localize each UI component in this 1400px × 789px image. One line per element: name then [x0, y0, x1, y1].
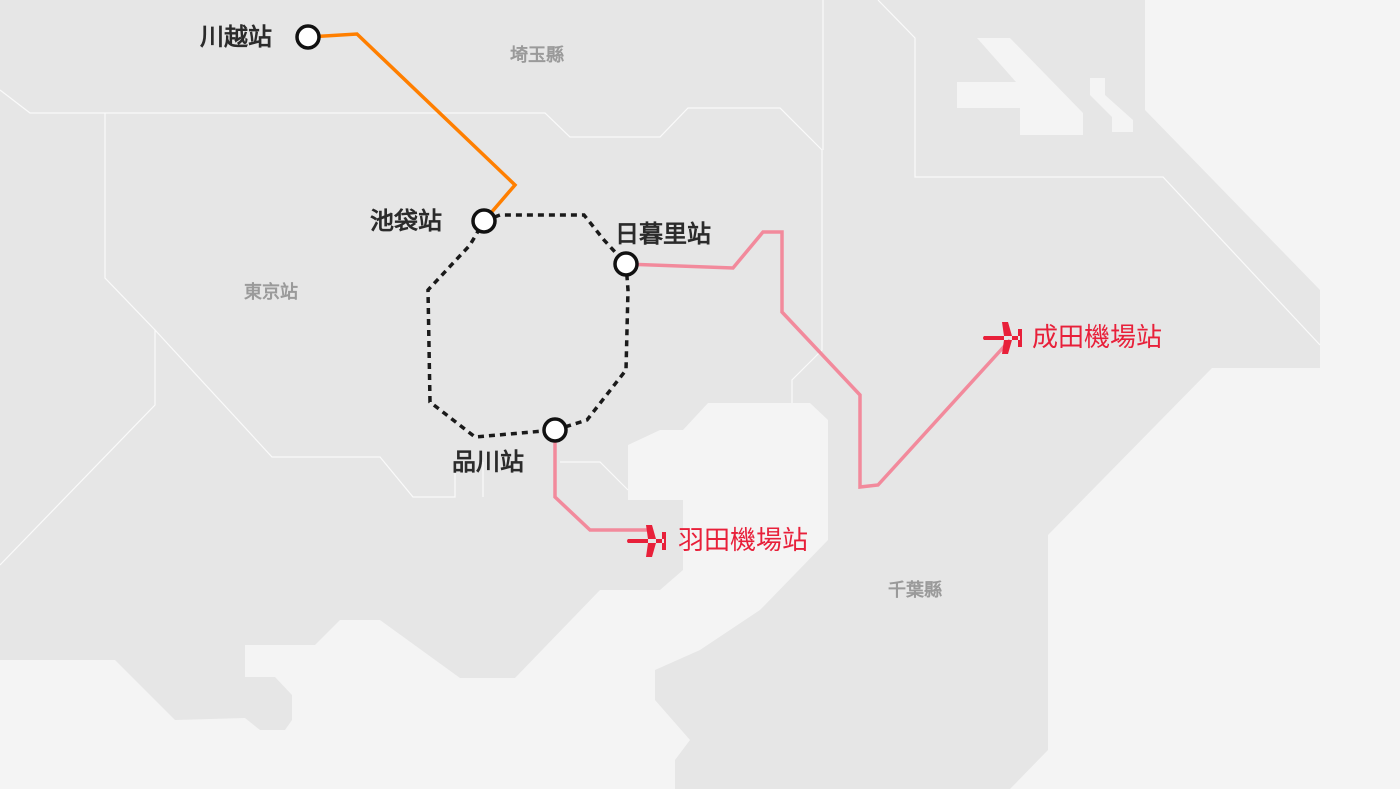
region-label-chiba: 千葉縣 [888, 580, 942, 601]
pacific-ocean [1010, 0, 1400, 789]
island [1090, 78, 1133, 132]
airplane-icon [983, 322, 1022, 354]
station-label-shinagawa[interactable]: 品川站 [452, 448, 524, 476]
station-marker-nippori[interactable] [613, 251, 639, 277]
region-label-saitama: 埼玉縣 [510, 45, 564, 66]
yamanote-line [426, 213, 630, 439]
station-marker-shinagawa[interactable] [542, 417, 568, 443]
region-label-tokyo: 東京站 [244, 282, 298, 303]
haneda-line [553, 430, 650, 532]
station-label-nippori[interactable]: 日暮里站 [615, 220, 711, 248]
prefecture-borders [0, 0, 1321, 566]
station-marker-ikebukuro[interactable] [471, 208, 497, 234]
narita-line [625, 230, 1012, 489]
airplane-icon [627, 525, 666, 557]
airport-label-narita[interactable]: 成田機場站 [1032, 323, 1163, 353]
tokyo-bay [0, 403, 828, 789]
station-label-ikebukuro[interactable]: 池袋站 [370, 207, 442, 235]
station-label-kawagoe[interactable]: 川越站 [200, 23, 272, 51]
airport-label-haneda[interactable]: 羽田機場站 [678, 526, 809, 556]
station-marker-kawagoe[interactable] [295, 24, 321, 50]
kawagoe-line [307, 32, 518, 223]
island [957, 38, 1083, 135]
